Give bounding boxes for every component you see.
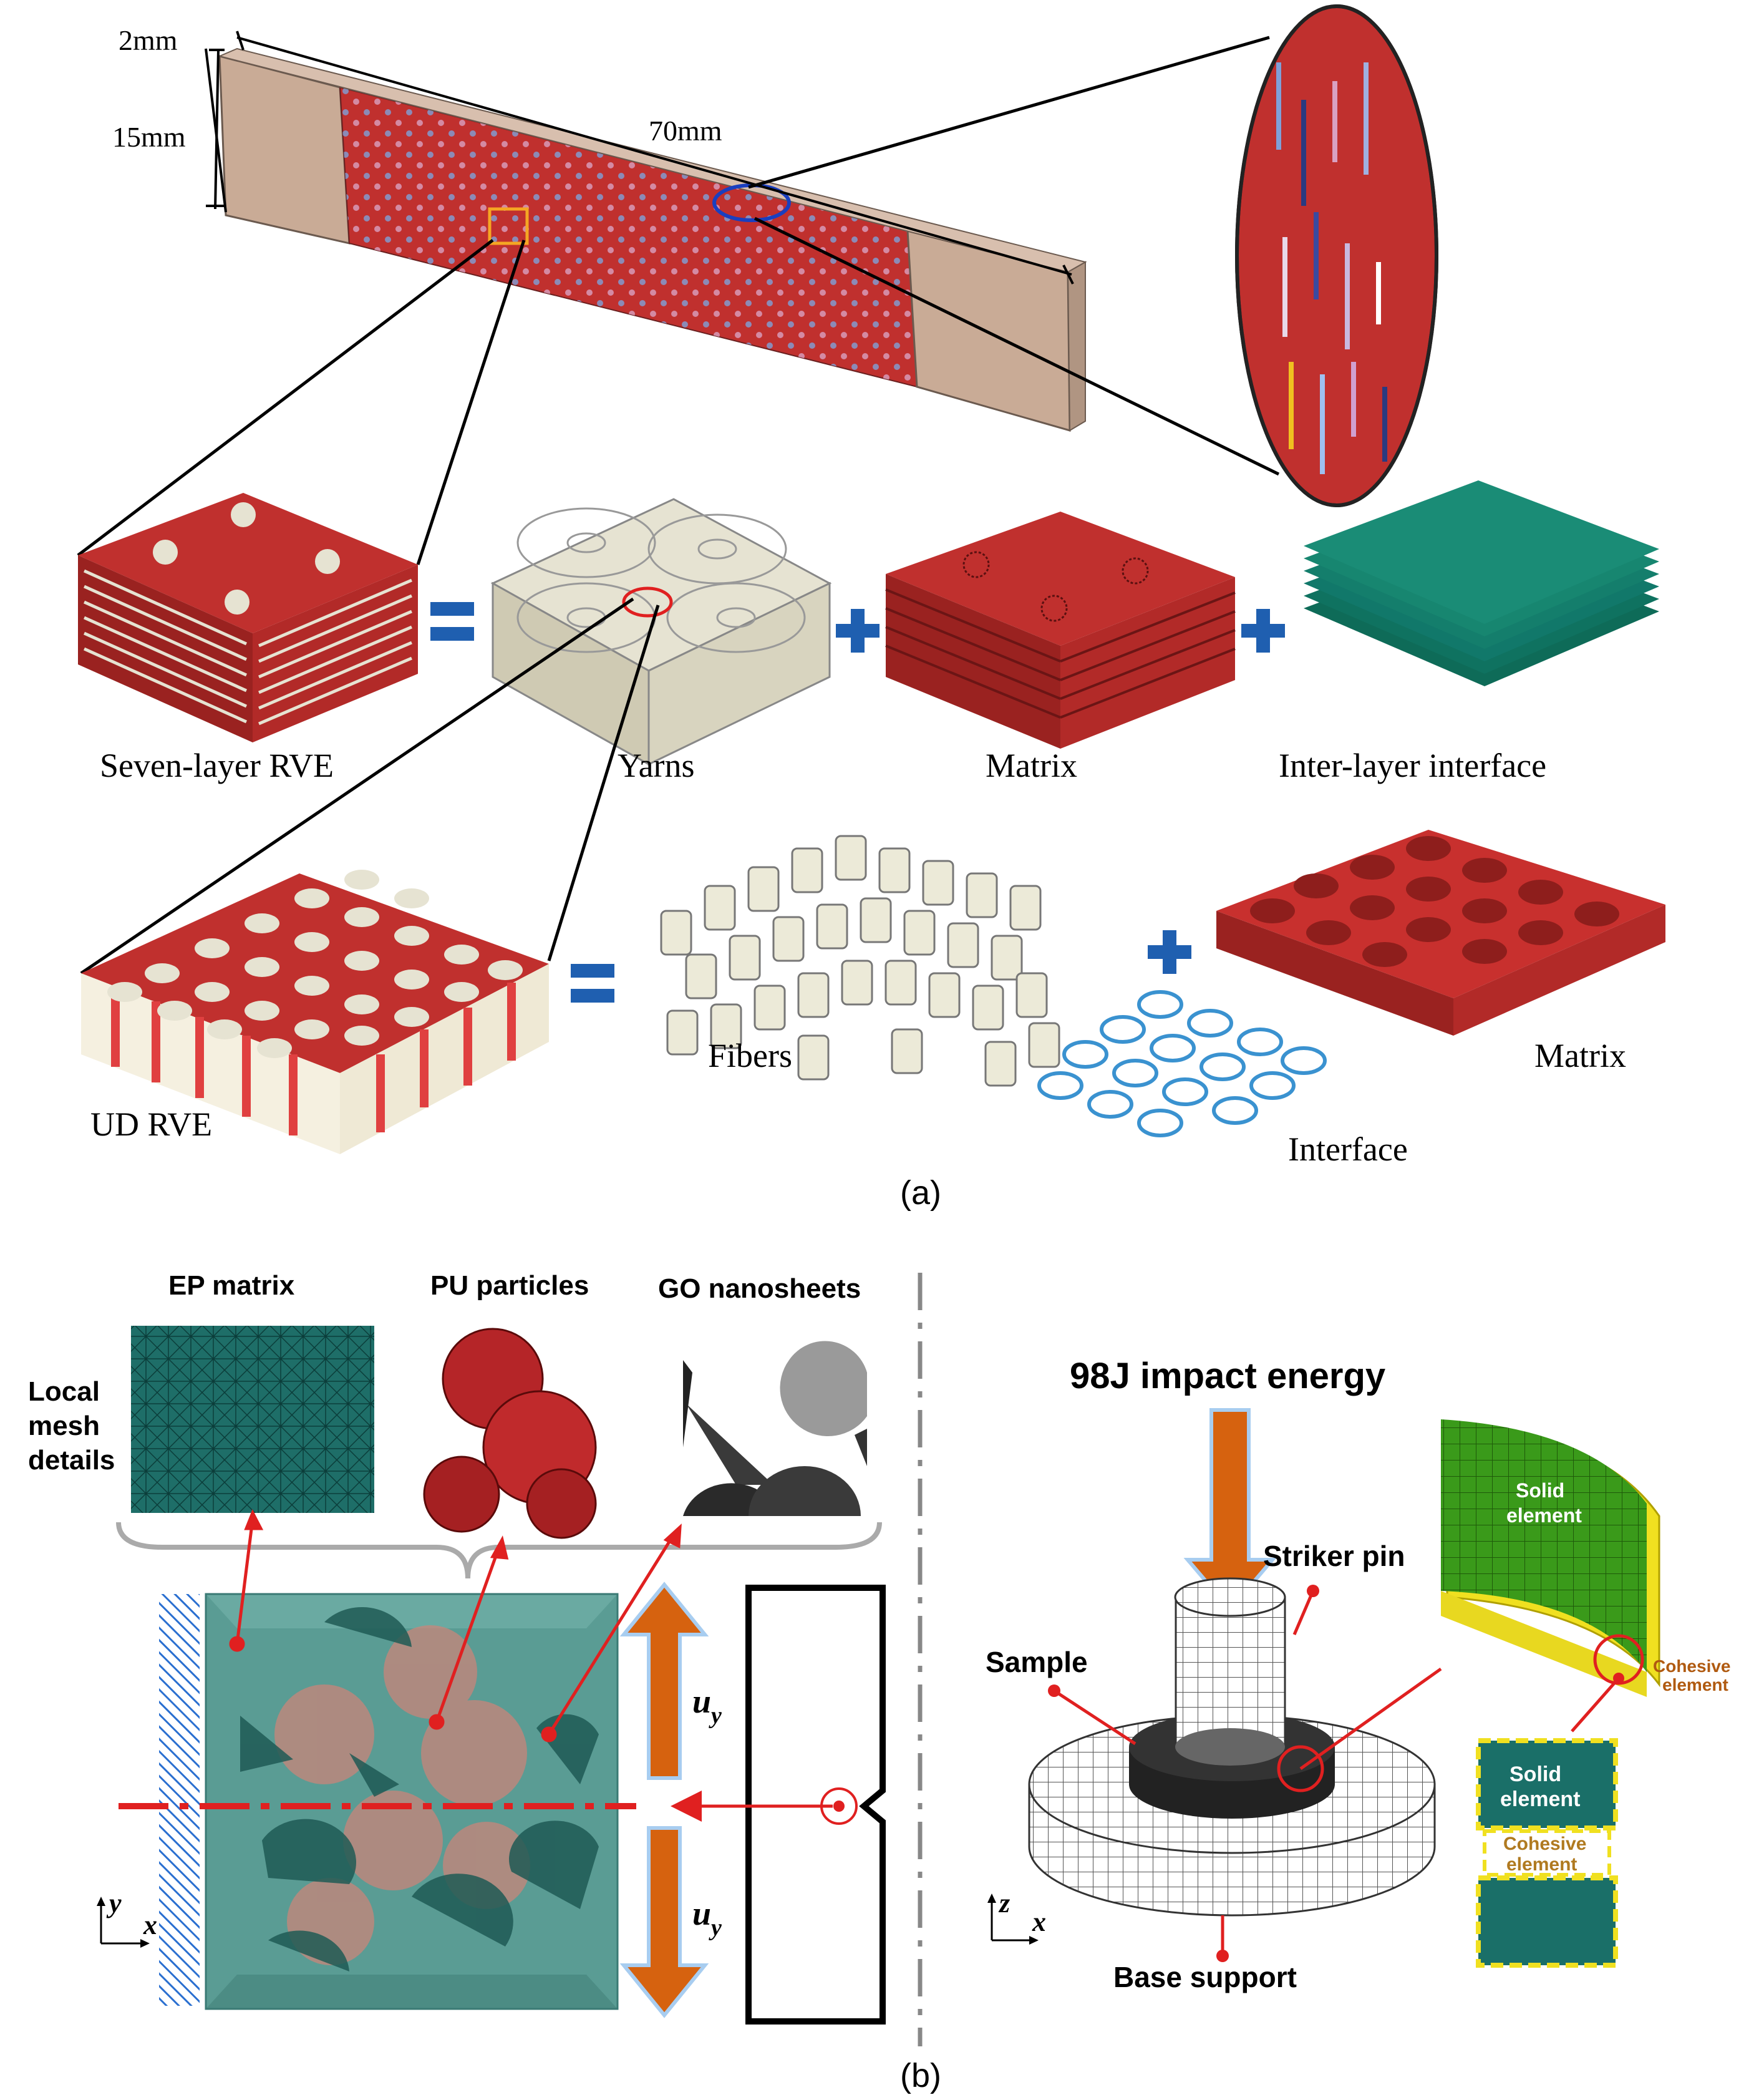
uy-label-bottom: u y xyxy=(692,1895,722,1941)
dim-length-label: 70mm xyxy=(649,115,722,147)
yarns-model xyxy=(490,498,832,766)
porous-matrix-model xyxy=(1216,830,1665,1036)
label-fibers: Fibers xyxy=(708,1037,792,1074)
label-cohesive-element-detail: Cohesive xyxy=(1503,1834,1586,1854)
ep-rve-box xyxy=(205,1593,619,2010)
label-ud-rve: UD RVE xyxy=(90,1106,212,1143)
label-solid-element-top: Solid xyxy=(1516,1479,1564,1502)
ep-matrix-mesh xyxy=(131,1326,374,1513)
axes-left: y x xyxy=(97,1888,157,1948)
axes-right: z x xyxy=(987,1888,1046,1945)
label-pu-particles: PU particles xyxy=(430,1270,589,1301)
label-seven-layer-rve: Seven-layer RVE xyxy=(100,747,334,784)
connector-line xyxy=(416,240,526,565)
plus-sign xyxy=(836,609,880,653)
svg-text:u: u xyxy=(692,1895,711,1932)
label-cohesive-element-detail-2: element xyxy=(1506,1854,1577,1875)
pointer-go xyxy=(547,1534,676,1736)
element-detail: Solid element Cohesive element xyxy=(1476,1738,1618,1968)
label-impact-energy: 98J impact energy xyxy=(1070,1356,1385,1396)
connector-line xyxy=(80,597,634,975)
ud-rve-model xyxy=(81,870,549,1154)
yarn-zoom-circle xyxy=(622,586,673,618)
svg-text:y: y xyxy=(106,1888,122,1918)
local-mesh-label: Local mesh details xyxy=(28,1376,115,1475)
pointer-pu xyxy=(435,1547,501,1723)
interlayer-interface-model xyxy=(1304,480,1659,686)
go-nanosheets-mesh xyxy=(683,1341,867,1516)
label-matrix-porous: Matrix xyxy=(1534,1037,1626,1074)
svg-text:z: z xyxy=(998,1888,1010,1918)
fibers-model xyxy=(660,835,1060,1087)
panel-b: EP matrix PU particles GO nanosheets Loc… xyxy=(28,1270,1731,2094)
pu-particles-mesh xyxy=(423,1328,597,1539)
uy-arrow-up xyxy=(619,1582,709,1780)
sample-zoom-marker xyxy=(1277,1745,1324,1792)
label-sample: Sample xyxy=(986,1646,1088,1678)
svg-text:mesh: mesh xyxy=(28,1411,100,1441)
seven-layer-rve xyxy=(78,493,418,742)
fixed-boundary-hatch xyxy=(159,1594,200,2006)
label-base-support: Base support xyxy=(1113,1961,1297,1993)
svg-text:x: x xyxy=(143,1910,157,1940)
svg-text:details: details xyxy=(28,1445,115,1475)
svg-text:Local: Local xyxy=(28,1376,100,1407)
uy-arrow-down xyxy=(619,1826,709,2018)
dim-width-label: 15mm xyxy=(112,121,186,153)
connector-line xyxy=(77,239,494,557)
label-cohesive-element-top-2: element xyxy=(1662,1675,1728,1694)
interface-rings-model xyxy=(1037,990,1327,1137)
dimension-lines xyxy=(205,31,1074,284)
svg-text:u: u xyxy=(692,1683,711,1720)
label-yarns: Yarns xyxy=(618,747,695,784)
label-go-nanosheets: GO nanosheets xyxy=(658,1273,861,1304)
plus-sign xyxy=(1241,609,1285,653)
label-solid-element-detail: Solid xyxy=(1510,1762,1561,1786)
svg-text:y: y xyxy=(709,1915,722,1941)
brace xyxy=(116,1522,882,1579)
svg-text:x: x xyxy=(1032,1907,1046,1937)
label-ep-matrix: EP matrix xyxy=(168,1270,295,1301)
caption-b: (b) xyxy=(900,2057,941,2094)
label-solid-element-detail-2: element xyxy=(1500,1787,1581,1811)
label-solid-element-top-2: element xyxy=(1506,1504,1582,1527)
label-matrix: Matrix xyxy=(986,747,1077,784)
dim-thickness-label: 2mm xyxy=(119,24,178,56)
striker-pin xyxy=(1174,1577,1286,1766)
label-cohesive-element-top: Cohesive xyxy=(1653,1656,1731,1676)
equals-sign xyxy=(571,964,614,1003)
svg-text:y: y xyxy=(709,1703,722,1729)
element-cutaway: Solid element Cohesive element xyxy=(1441,1419,1731,1733)
label-interlayer-interface: Inter-layer interface xyxy=(1279,747,1546,784)
label-striker-pin: Striker pin xyxy=(1263,1540,1405,1572)
zoom-inset xyxy=(748,4,1438,507)
panel-a: 2mm 15mm 70mm xyxy=(77,4,1665,1212)
connector-line xyxy=(547,605,660,961)
rve-selection-box xyxy=(488,207,529,245)
label-interface: Interface xyxy=(1288,1130,1408,1168)
equals-sign xyxy=(430,602,474,641)
caption-a: (a) xyxy=(900,1174,941,1212)
notched-specimen-outline xyxy=(745,1585,886,2025)
matrix-block xyxy=(885,512,1236,749)
uy-label-top: u y xyxy=(692,1683,722,1729)
plus-sign xyxy=(1148,930,1191,974)
specimen-bar xyxy=(217,47,1087,432)
pointer-ep xyxy=(235,1519,254,1645)
